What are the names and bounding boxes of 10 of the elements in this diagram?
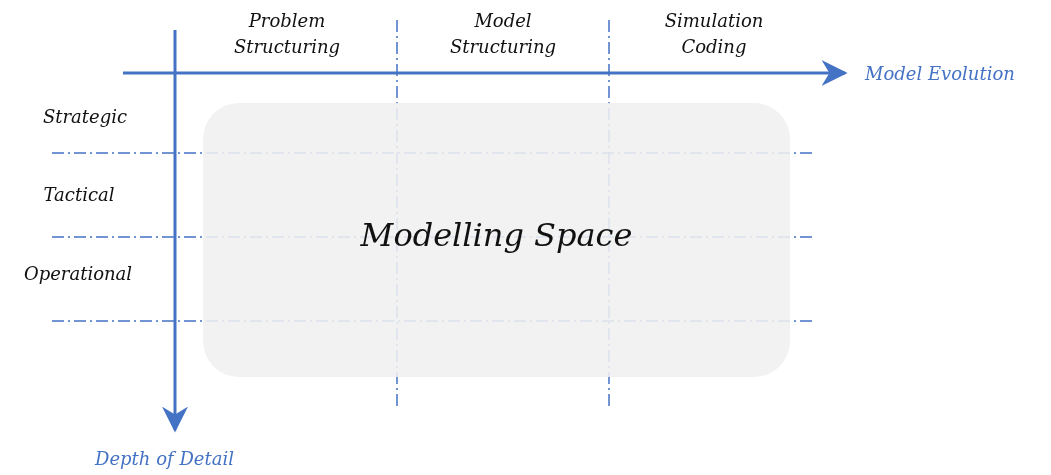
row-label: Tactical xyxy=(42,183,116,207)
column-heading: Simulation Coding xyxy=(663,9,765,59)
rounded-area xyxy=(203,103,790,377)
column-heading: Model Structuring xyxy=(448,9,558,59)
row-label: Operational xyxy=(22,262,134,286)
area-title: Modelling Space xyxy=(360,216,633,254)
row-label: Strategic xyxy=(41,105,129,129)
column-heading: Problem Structuring xyxy=(232,9,342,59)
axis-label: Depth of Detail xyxy=(95,447,235,471)
axis-label: Model Evolution xyxy=(865,62,1016,86)
